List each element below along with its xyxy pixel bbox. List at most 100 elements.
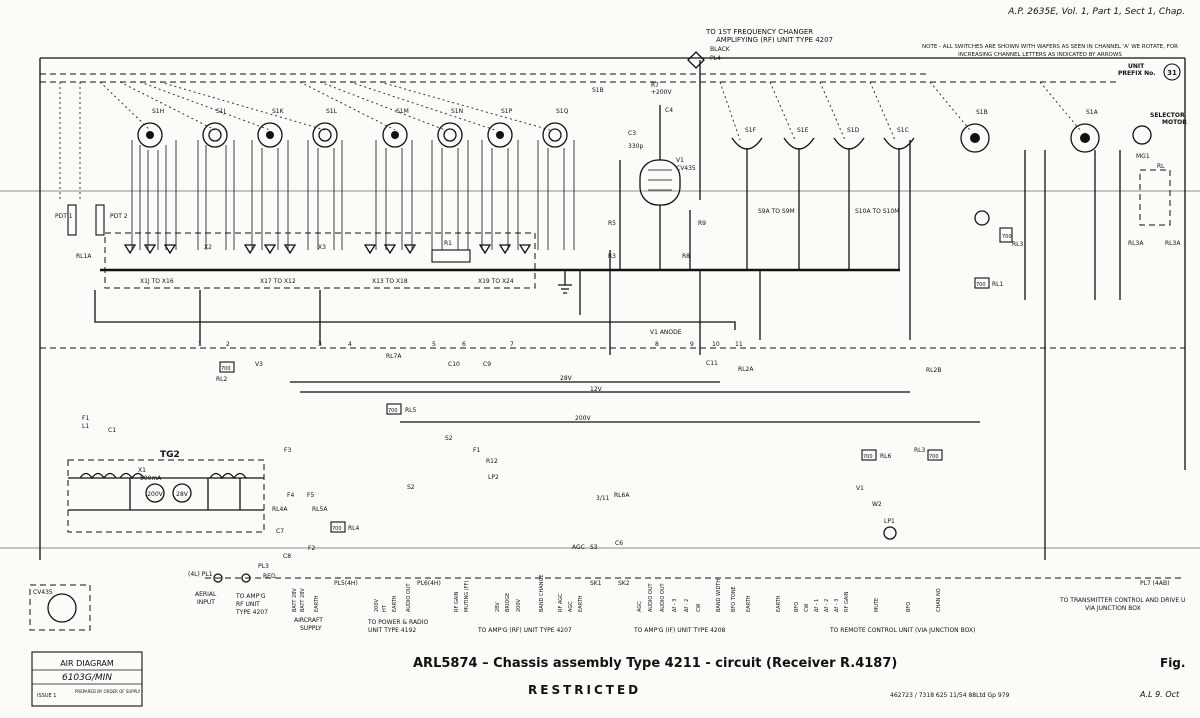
diode-array	[123, 244, 532, 255]
transmitter-label: TO TRANSMITTER CONTROL AND DRIVE U	[1059, 597, 1185, 604]
pin-label: RF AGC	[558, 593, 564, 612]
print-code: 462723 / 7318 625 11/54 88Ltd Gp 979	[890, 692, 1010, 699]
c8-label: C8	[283, 553, 291, 560]
f1-label: F1	[473, 447, 480, 454]
c10-label: C10	[448, 361, 460, 368]
pin-label: AUDIO OUT	[648, 582, 654, 612]
ap-short: A.L 9. Oct	[1139, 690, 1180, 699]
f5-label: F5	[307, 492, 314, 499]
rl3a-left: RL3A	[1128, 240, 1144, 247]
switch-note: NOTE - ALL SWITCHES ARE SHOWN WITH WAFER…	[922, 44, 1178, 50]
pin-label: BAND CHANGE	[539, 575, 545, 612]
resistor-700-rl3	[927, 449, 943, 461]
harness-pin-11: 11	[735, 341, 743, 348]
r12-label: R12	[486, 458, 498, 465]
f3-label: F3	[284, 447, 291, 454]
air-diagram-box	[31, 651, 143, 707]
unit-label: UNIT	[1128, 63, 1145, 70]
pl1-label: (4L) PL1	[188, 571, 213, 578]
pin-label: MUTE	[874, 598, 880, 612]
pin-label: CW	[696, 604, 702, 612]
rotary-switch-s1m: S1M	[382, 108, 409, 148]
transmitter-label-2: VIA JUNCTION BOX	[1085, 605, 1141, 612]
svg-text:PDT 2: PDT 2	[110, 213, 128, 220]
harness-pin-7: 7	[510, 341, 514, 348]
c7-label: C7	[276, 528, 284, 535]
svg-text:PDT 1: PDT 1	[55, 213, 73, 220]
harness-pin-9: 9	[690, 341, 694, 348]
pin-label: MUTING (FF)	[464, 581, 470, 612]
switch-wafer-s1e: S1E	[783, 127, 815, 270]
switch-label: S1L	[326, 108, 338, 115]
rail-12v-label: 12V	[590, 386, 603, 393]
air-diagram-number: 6103G/MIN	[62, 673, 112, 683]
pin-label: CHAN NO	[936, 588, 942, 612]
prepared-by-label: PREPARED BY ORDER OF SUPPLY	[75, 689, 141, 694]
f2-label: F2	[308, 545, 315, 552]
amp-rf-4207-label: TO AMP'G (RF) UNIT TYPE 4207	[477, 627, 572, 634]
resistor-700-rl2	[219, 361, 235, 373]
pl1-socket	[213, 573, 223, 583]
switch-label: S1J	[216, 108, 226, 115]
res-700-e: 700	[863, 454, 873, 460]
pl3-socket	[241, 573, 251, 583]
tg2-chokes	[79, 472, 247, 480]
rail-200v-label: 200V	[575, 415, 591, 422]
s2-lower-label: S2	[407, 484, 415, 491]
svg-text:SELECTOR: SELECTOR	[1150, 112, 1185, 119]
switch-label: S1K	[272, 108, 285, 115]
rotary-switch-s1h: S1H	[137, 108, 164, 148]
harness-pin-10: 10	[712, 341, 720, 348]
diode-group-4: X19 TO X24	[478, 278, 514, 285]
lamp-lp1	[883, 526, 897, 540]
pin-label: Δf - 1	[814, 599, 820, 612]
rl3-label: RL3	[1012, 241, 1024, 248]
rl1a-label: RL1A	[76, 253, 92, 260]
lp2-label: LP2	[488, 474, 499, 481]
s3-label: S3	[590, 544, 598, 551]
ground-symbol	[558, 270, 572, 294]
harness-pin-6: 6	[462, 341, 466, 348]
rl7a-label: RL7A	[386, 353, 402, 360]
first-frequency-changer-label-2: AMPLIFYING (RF) UNIT TYPE 4207	[716, 36, 833, 44]
pl7-label: PL7 (4AB)	[1140, 580, 1169, 587]
agc-label: AGC	[572, 544, 585, 551]
rotary-switch-s1j: S1J	[202, 108, 228, 148]
harness-pin-3: 3	[318, 341, 322, 348]
harness-pin-8: 8	[655, 341, 659, 348]
resistor-700-rl5	[386, 403, 402, 415]
motor-coil	[974, 210, 990, 226]
v1-type-label: CV435	[676, 165, 696, 172]
pin-label: EARTH	[746, 595, 752, 612]
amp-if-4208-label: TO AMP'G (IF) UNIT TYPE 4208	[633, 627, 726, 634]
selector-motor: SELECTOR MOTOR MG1 RL	[1132, 112, 1187, 226]
svg-text:S1E: S1E	[797, 127, 809, 134]
l1-label: L1	[82, 423, 89, 430]
harness-pin-2: 2	[226, 341, 230, 348]
rotary-switch-s1b: S1B	[960, 109, 990, 153]
s2-label: S2	[445, 435, 453, 442]
rl4-label: RL4	[348, 525, 360, 532]
c4-label: C4	[665, 107, 673, 114]
pin-label: BFO TONE	[731, 586, 737, 612]
pl3-label: PL3	[258, 563, 269, 570]
unit-prefix-label: PREFIX No.	[1118, 70, 1156, 77]
pl5-label: PL5(4H)	[334, 580, 358, 587]
c3-value: 330p	[628, 143, 643, 150]
res-700-g: 700	[332, 526, 342, 532]
r7-label: R7	[651, 82, 659, 89]
unit-prefix-circle	[1163, 63, 1181, 81]
potentiometer-pdt1: PDT 1	[55, 204, 77, 236]
pin-label: BFO	[794, 602, 800, 612]
rotary-switch-s1n: S1N	[437, 108, 463, 148]
rotary-switch-s1p: S1P	[487, 108, 513, 148]
amp-rf-label-3: TYPE 4207	[235, 609, 268, 616]
r3-label: R3	[608, 253, 616, 260]
switch-label: S1M	[396, 108, 409, 115]
pin-label: BATT 28V	[292, 588, 298, 612]
pin-labels: BATT 28V BATT 28V EARTH 200V HT EARTH AU…	[292, 575, 942, 612]
res-700-f: 700	[929, 454, 939, 460]
switch-wafer-s1c: S1C	[883, 127, 915, 270]
sk2-label: SK2	[618, 580, 630, 587]
